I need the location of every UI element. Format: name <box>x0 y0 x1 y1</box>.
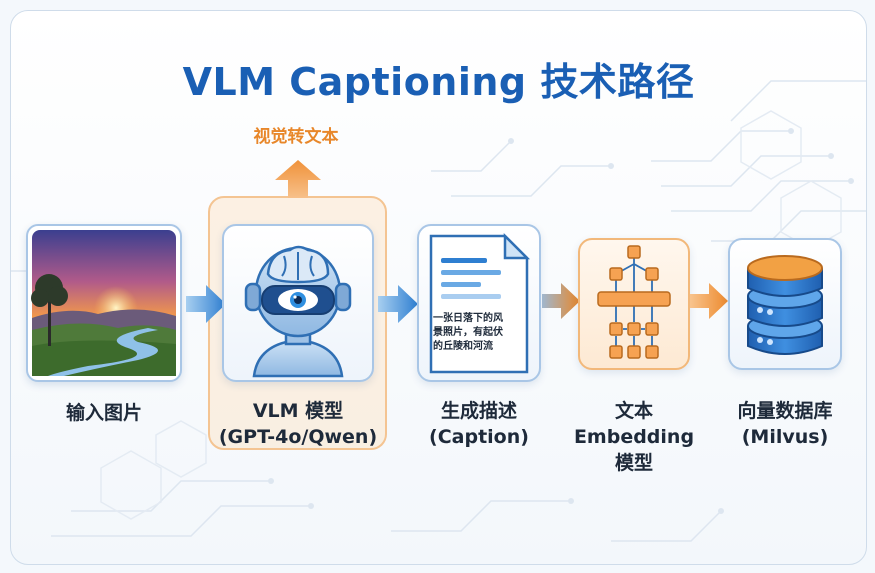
landscape-photo-icon <box>31 230 176 376</box>
robot-eye-icon <box>244 245 352 378</box>
input-image-card <box>26 224 182 382</box>
document-icon <box>429 232 531 374</box>
database-icon <box>747 255 823 355</box>
caption-text: 一张日落下的风 景照片，有起伏 的丘陵和河流 <box>433 313 503 352</box>
arrow-right-icon <box>690 283 728 319</box>
neural-network-icon <box>597 245 671 359</box>
arrow-right-icon <box>186 285 226 323</box>
step-label-vector-database: 向量数据库 (Milvus) <box>737 400 833 448</box>
vlm-tag-label: 视觉转文本 <box>253 127 339 147</box>
step-label-vlm-model: VLM 模型 (GPT-4o/Qwen) <box>218 400 378 448</box>
caption-card <box>417 224 541 382</box>
page-title: VLM Captioning 技术路径 <box>182 60 695 104</box>
vector-database-card <box>728 238 842 370</box>
step-label-embedding: 文本 Embedding 模型 <box>573 400 695 474</box>
arrow-right-icon <box>542 283 580 319</box>
vlm-model-card <box>222 224 374 382</box>
embedding-card <box>578 238 690 370</box>
step-label-caption: 生成描述 (Caption) <box>429 400 529 448</box>
step-label-input-image: 输入图片 <box>65 402 142 424</box>
arrow-right-icon <box>378 285 418 323</box>
circuit-background <box>11 80 866 542</box>
up-arrow-icon <box>275 160 321 198</box>
